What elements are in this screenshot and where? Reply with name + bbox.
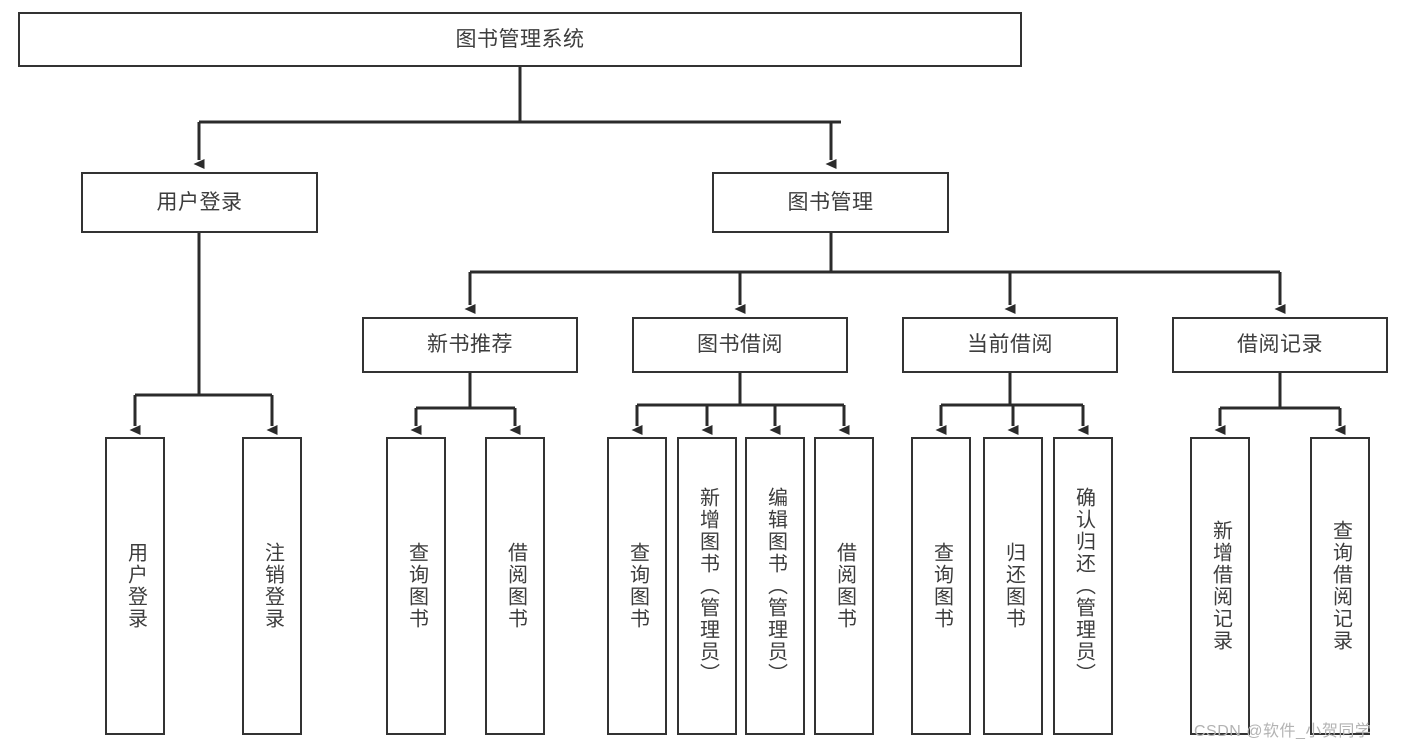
node-root[interactable]: 图书管理系统 <box>18 12 1022 67</box>
node-leaf-user-login[interactable]: 用户登录 <box>105 437 165 735</box>
node-leaf-user-login-label: 用户登录 <box>124 542 147 630</box>
node-user-login[interactable]: 用户登录 <box>81 172 318 233</box>
node-leaf-logout-label: 注销登录 <box>261 542 284 630</box>
node-leaf-add-book[interactable]: 新增图书（管理员） <box>677 437 737 735</box>
csdn-watermark: CSDN @软件_小贺同学 <box>1194 723 1372 740</box>
node-book-borrow[interactable]: 图书借阅 <box>632 317 848 373</box>
node-borrow-records[interactable]: 借阅记录 <box>1172 317 1388 373</box>
node-leaf-edit-book-label: 编辑图书（管理员） <box>764 487 787 685</box>
node-leaf-query-borrow-record-label: 查询借阅记录 <box>1329 520 1352 652</box>
node-new-book-recommend-label: 新书推荐 <box>427 333 513 357</box>
node-leaf-borrow-book-2[interactable]: 借阅图书 <box>814 437 874 735</box>
node-book-management[interactable]: 图书管理 <box>712 172 949 233</box>
node-leaf-return-book[interactable]: 归还图书 <box>983 437 1043 735</box>
node-book-borrow-label: 图书借阅 <box>697 333 783 357</box>
node-leaf-query-borrow-record[interactable]: 查询借阅记录 <box>1310 437 1370 735</box>
node-root-label: 图书管理系统 <box>455 27 585 51</box>
node-leaf-add-borrow-record[interactable]: 新增借阅记录 <box>1190 437 1250 735</box>
node-leaf-add-borrow-record-label: 新增借阅记录 <box>1209 520 1232 652</box>
node-leaf-edit-book[interactable]: 编辑图书（管理员） <box>745 437 805 735</box>
node-user-login-label: 用户登录 <box>156 190 243 214</box>
node-book-management-label: 图书管理 <box>787 190 874 214</box>
node-leaf-confirm-return[interactable]: 确认归还（管理员） <box>1053 437 1113 735</box>
node-current-borrow-label: 当前借阅 <box>967 333 1053 357</box>
node-leaf-query-book-2-label: 查询图书 <box>626 542 649 630</box>
node-leaf-query-book-1[interactable]: 查询图书 <box>386 437 446 735</box>
node-borrow-records-label: 借阅记录 <box>1237 333 1323 357</box>
node-new-book-recommend[interactable]: 新书推荐 <box>362 317 578 373</box>
node-leaf-query-book-3-label: 查询图书 <box>930 542 953 630</box>
node-leaf-query-book-1-label: 查询图书 <box>405 542 428 630</box>
node-leaf-borrow-book-1-label: 借阅图书 <box>504 542 527 630</box>
node-leaf-logout[interactable]: 注销登录 <box>242 437 302 735</box>
node-leaf-return-book-label: 归还图书 <box>1002 542 1025 630</box>
node-leaf-query-book-2[interactable]: 查询图书 <box>607 437 667 735</box>
node-leaf-confirm-return-label: 确认归还（管理员） <box>1072 487 1095 685</box>
node-leaf-query-book-3[interactable]: 查询图书 <box>911 437 971 735</box>
node-leaf-borrow-book-2-label: 借阅图书 <box>833 542 856 630</box>
node-leaf-borrow-book-1[interactable]: 借阅图书 <box>485 437 545 735</box>
node-leaf-add-book-label: 新增图书（管理员） <box>696 487 719 685</box>
node-current-borrow[interactable]: 当前借阅 <box>902 317 1118 373</box>
